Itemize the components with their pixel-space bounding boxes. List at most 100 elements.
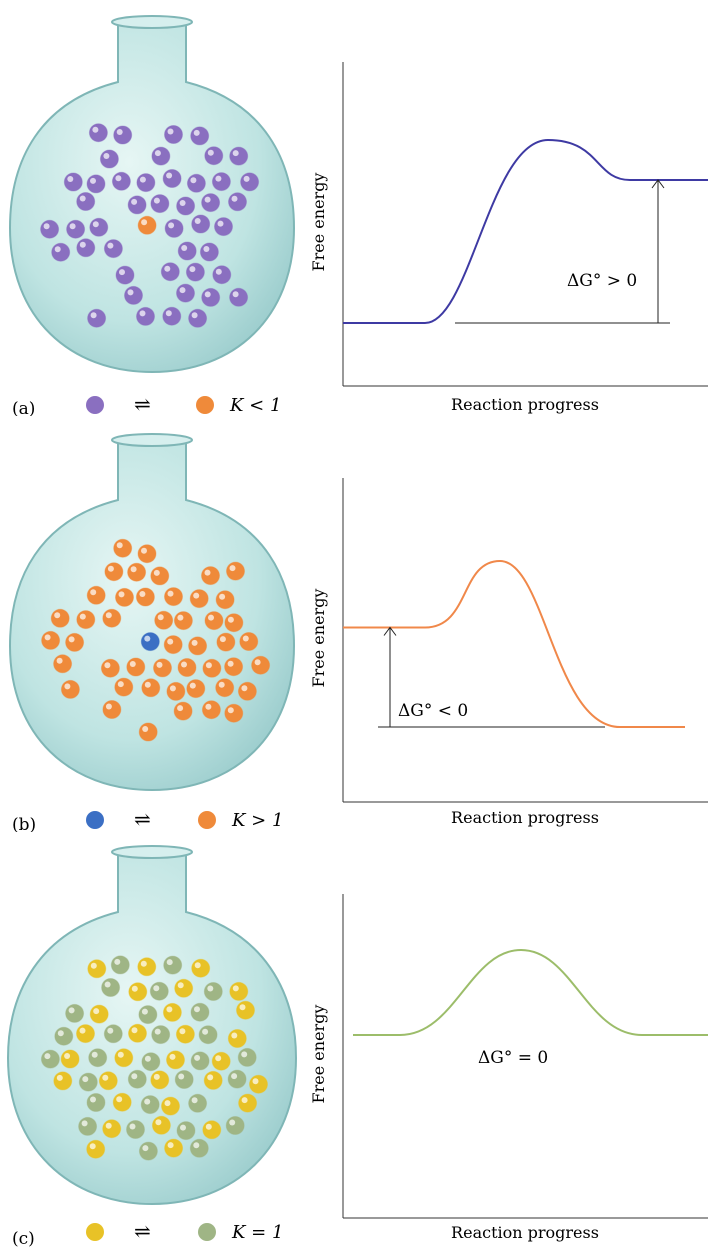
- molecule-highlight: [242, 635, 249, 642]
- molecule-highlight: [164, 265, 171, 272]
- molecule-highlight: [90, 1096, 96, 1103]
- majority-molecule: [76, 610, 96, 630]
- minority-molecule: [138, 1005, 158, 1025]
- molecule-highlight: [205, 1123, 212, 1130]
- majority-molecule: [229, 981, 249, 1001]
- majority-molecule: [53, 654, 73, 674]
- majority-molecule: [104, 562, 124, 582]
- molecule-highlight: [168, 222, 175, 229]
- orange-sphere-icon: [196, 396, 214, 414]
- x-axis-label: Reaction progress: [451, 808, 599, 827]
- minority-molecule: [237, 1047, 257, 1067]
- energy-curve: [343, 138, 708, 324]
- majority-molecule: [89, 217, 109, 237]
- molecule-highlight: [154, 1028, 161, 1035]
- majority-molecule: [186, 173, 206, 193]
- majority-molecule: [249, 1074, 268, 1094]
- molecule-highlight: [117, 1051, 124, 1058]
- majority-molecule: [102, 700, 122, 719]
- molecule-highlight: [165, 310, 172, 317]
- majority-molecule: [126, 657, 146, 677]
- majority-molecule: [224, 657, 244, 677]
- molecule-highlight: [207, 985, 214, 992]
- majority-molecule: [128, 982, 148, 1002]
- molecule-highlight: [79, 613, 86, 620]
- majority-molecule: [153, 658, 172, 678]
- molecule-highlight: [116, 129, 123, 135]
- majority-molecule: [201, 566, 220, 586]
- majority-molecule: [41, 630, 61, 650]
- equilibrium-arrow: ⇌: [134, 807, 151, 831]
- arrowhead-icon: [383, 626, 397, 636]
- molecule-highlight: [89, 1143, 96, 1150]
- molecule-highlight: [227, 616, 234, 623]
- majority-molecule: [102, 608, 122, 628]
- majority-molecule: [136, 173, 156, 193]
- equilibrium-constant: K = 1: [231, 1222, 283, 1243]
- minority-molecule: [198, 1025, 218, 1045]
- flask: [6, 845, 298, 1206]
- minority-molecule: [151, 1025, 171, 1045]
- molecule-highlight: [189, 266, 196, 273]
- majority-molecule: [66, 219, 86, 239]
- molecule-highlight: [181, 661, 187, 668]
- molecule-highlight: [207, 1074, 214, 1081]
- x-axis-label: Reaction progress: [451, 395, 599, 414]
- majority-molecule: [99, 149, 119, 169]
- majority-molecule: [189, 589, 209, 609]
- majority-molecule: [88, 123, 108, 143]
- majority-molecule: [100, 658, 120, 678]
- majority-molecule: [216, 632, 236, 652]
- majority-molecule: [135, 587, 155, 607]
- molecule-highlight: [81, 1120, 88, 1127]
- molecule-highlight: [67, 176, 74, 182]
- majority-molecule: [150, 194, 170, 214]
- molecule-highlight: [105, 703, 112, 710]
- majority-molecule: [137, 957, 157, 977]
- molecule-highlight: [102, 1074, 109, 1081]
- majority-molecule: [202, 658, 222, 678]
- minority-molecule: [190, 1002, 210, 1022]
- majority-molecule: [177, 658, 197, 677]
- minority-molecule: [137, 215, 157, 235]
- molecule-highlight: [166, 172, 173, 179]
- panel-label: (a): [12, 399, 35, 416]
- minority-molecule: [203, 982, 223, 1001]
- majority-molecule: [151, 146, 171, 166]
- molecule-highlight: [232, 291, 239, 298]
- molecule-highlight: [217, 220, 224, 227]
- majority-molecule: [113, 538, 133, 558]
- majority-molecule: [160, 262, 180, 282]
- molecule-highlight: [166, 959, 173, 966]
- molecule-highlight: [204, 569, 211, 576]
- majority-molecule: [162, 306, 182, 326]
- majority-molecule: [237, 681, 257, 701]
- molecule-highlight: [107, 1027, 114, 1034]
- minority-molecule: [141, 1052, 161, 1072]
- equation: (b) ⇌ K > 1: [12, 807, 283, 835]
- majority-molecule: [229, 287, 249, 307]
- majority-molecule: [53, 1071, 73, 1091]
- molecule-highlight: [129, 661, 136, 667]
- majority-molecule: [164, 125, 183, 144]
- molecule-highlight: [241, 685, 248, 692]
- yellow-sphere-icon: [86, 1223, 104, 1241]
- molecule-highlight: [232, 985, 239, 992]
- majority-molecule: [103, 239, 123, 259]
- molecule-highlight: [189, 682, 196, 689]
- majority-molecule: [224, 613, 244, 633]
- molecule-highlight: [229, 1119, 236, 1126]
- molecule-field: [40, 955, 268, 1161]
- delta-g-annotation: ΔG° < 0: [398, 701, 468, 721]
- minority-molecule: [78, 1072, 98, 1092]
- majority-molecule: [227, 1029, 247, 1048]
- molecule-highlight: [164, 1100, 171, 1107]
- molecule-highlight: [215, 1055, 222, 1062]
- molecule-highlight: [116, 1096, 123, 1103]
- equilibrium-arrow: ⇌: [134, 1219, 151, 1243]
- minority-molecule: [65, 1003, 85, 1023]
- molecule-highlight: [167, 638, 174, 645]
- energy-chart: Free energy Reaction progress ΔG° < 0: [309, 478, 708, 827]
- molecule-highlight: [205, 703, 212, 710]
- molecule-highlight: [203, 246, 210, 252]
